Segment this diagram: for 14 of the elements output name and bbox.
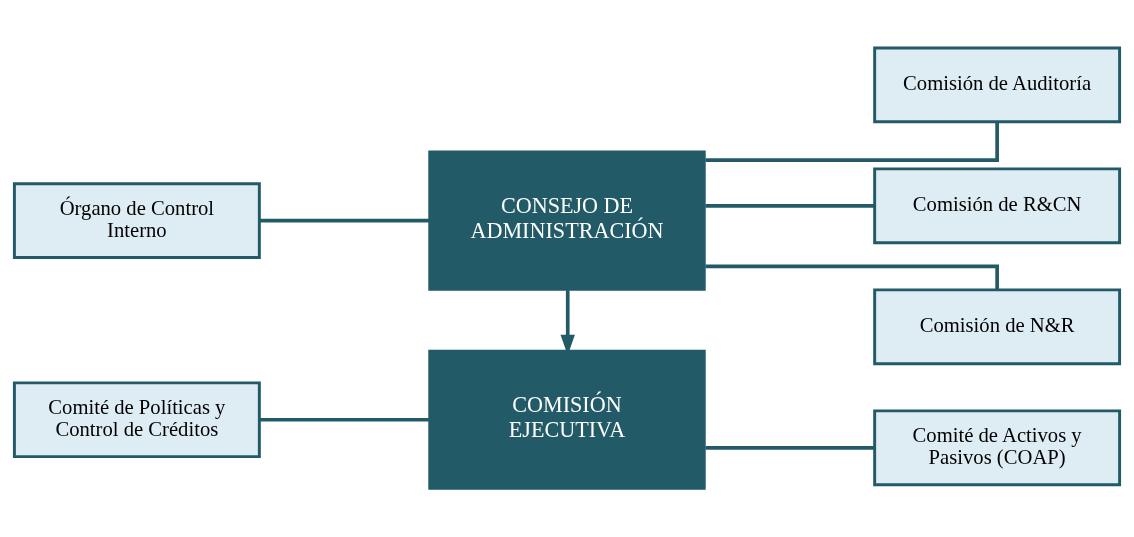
node-box: Comisión de R&CN	[873, 167, 1122, 245]
node-box: Comité de Activos y Pasivos (COAP)	[873, 409, 1122, 487]
connector	[259, 218, 429, 223]
node-box: Comisión de Auditoría	[873, 46, 1122, 124]
node-box: Comisión de N&R	[873, 288, 1122, 366]
connector	[705, 264, 999, 290]
node-box: COMISIÓN EJECUTIVA	[428, 349, 706, 490]
connector	[259, 417, 429, 422]
connector	[705, 122, 999, 162]
node-box: Órgano de Control Interno	[12, 182, 261, 259]
node-box: Comité de Políticas y Control de Créditos	[12, 381, 261, 459]
node-box: CONSEJO DE ADMINISTRACIÓN	[428, 150, 706, 291]
connector	[705, 445, 875, 450]
connector	[705, 203, 875, 208]
